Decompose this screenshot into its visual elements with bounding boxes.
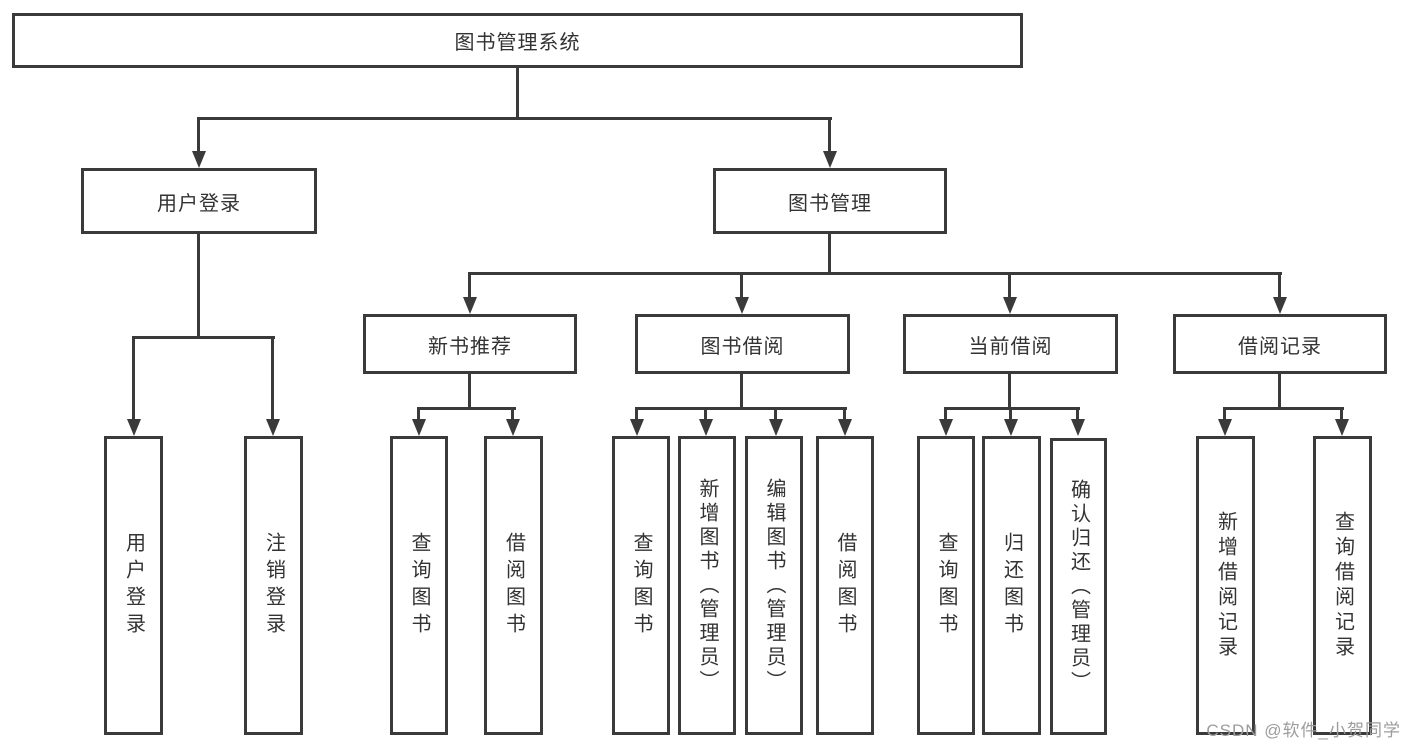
node-borrowing-records: 借阅记录 [1173,314,1387,374]
connector-line [704,407,707,421]
node-label: 查询图书 [630,531,652,640]
csdn-watermark: CSDN @软件_小贺同学 [1206,721,1401,740]
connector-line [1008,272,1011,299]
connector-line [828,117,831,153]
node-label: 确认归还（管理员） [1067,478,1090,695]
arrowhead-down-icon [1218,419,1232,436]
connector-line [1223,407,1344,410]
connector-line [417,407,516,410]
leaf-query-books: 查询图书 [917,436,975,735]
connector-line [1340,407,1343,421]
connector-line [417,407,420,421]
leaf-borrow-books: 借阅图书 [484,436,543,735]
arrowhead-down-icon [506,419,520,436]
connector-line [944,407,1080,410]
node-label: 借阅图书 [834,531,856,640]
node-label: 借阅图书 [502,531,525,640]
arrowhead-down-icon [463,297,477,314]
arrowhead-down-icon [1003,297,1017,314]
arrowhead-down-icon [699,419,713,436]
leaf-add-books-admin: 新增图书（管理员） [678,436,736,735]
connector-line [516,68,519,117]
node-label: 用户登录 [122,531,145,640]
connector-line [774,407,777,421]
connector-line [132,336,275,339]
connector-line [271,336,274,421]
connector-line [511,407,514,421]
arrowhead-down-icon [838,419,852,436]
node-label: 当前借阅 [968,335,1053,358]
node-book-borrowing: 图书借阅 [635,314,850,374]
node-current-borrowing: 当前借阅 [903,314,1118,374]
node-label: 借阅记录 [1238,335,1322,358]
leaf-add-borrow-record: 新增借阅记录 [1196,436,1255,735]
node-new-book-recommendation: 新书推荐 [363,314,577,374]
node-library-management-system: 图书管理系统 [12,13,1023,68]
leaf-user-login: 用户登录 [104,436,163,735]
node-label: 新增借阅记录 [1214,510,1237,661]
connector-line [197,234,200,339]
arrowhead-down-icon [1273,297,1287,314]
leaf-edit-books-admin: 编辑图书（管理员） [745,436,803,735]
arrowhead-down-icon [1004,419,1018,436]
arrowhead-down-icon [412,419,426,436]
leaf-return-books: 归还图书 [982,436,1041,735]
arrowhead-down-icon [192,151,206,168]
node-label: 注销登录 [262,531,285,640]
arrowhead-down-icon [1071,419,1085,436]
node-label: 查询图书 [935,531,957,640]
leaf-query-borrow-record: 查询借阅记录 [1313,436,1372,735]
node-user-login: 用户登录 [81,168,317,234]
connector-line [1278,374,1281,410]
connector-line [468,374,471,410]
connector-line [1223,407,1226,421]
arrowhead-down-icon [630,419,644,436]
node-label: 查询图书 [408,531,430,640]
connector-line [468,272,471,299]
leaf-borrow-books: 借阅图书 [816,436,874,735]
connector-line [740,272,743,299]
node-label: 用户登录 [157,192,241,215]
node-label: 查询借阅记录 [1331,510,1354,661]
node-label: 编辑图书（管理员） [763,477,785,694]
connector-line [635,407,847,410]
connector-line [468,272,1282,275]
leaf-query-books: 查询图书 [612,436,670,735]
node-label: 图书管理 [788,192,872,215]
arrowhead-down-icon [1335,419,1349,436]
connector-line [843,407,846,421]
leaf-query-books: 查询图书 [390,436,448,735]
leaf-logout: 注销登录 [244,436,303,735]
connector-line [1076,407,1079,421]
node-label: 图书管理系统 [454,32,581,54]
node-label: 归还图书 [1000,531,1023,640]
arrowhead-down-icon [735,297,749,314]
connector-line [1009,407,1012,421]
connector-line [1008,374,1011,410]
connector-line [828,234,831,274]
connector-line [132,336,135,421]
arrowhead-down-icon [127,419,141,436]
connector-line [740,374,743,410]
arrowhead-down-icon [939,419,953,436]
arrowhead-down-icon [769,419,783,436]
connector-line [197,117,832,120]
arrowhead-down-icon [266,419,280,436]
node-book-management: 图书管理 [713,168,947,234]
arrowhead-down-icon [823,151,837,168]
connector-line [944,407,947,421]
node-label: 新增图书（管理员） [696,477,718,694]
connector-line [635,407,638,421]
connector-line [197,117,200,153]
leaf-confirm-return-admin: 确认归还（管理员） [1050,438,1107,735]
node-label: 图书借阅 [700,335,785,358]
connector-line [1278,272,1281,299]
node-label: 新书推荐 [428,335,512,358]
